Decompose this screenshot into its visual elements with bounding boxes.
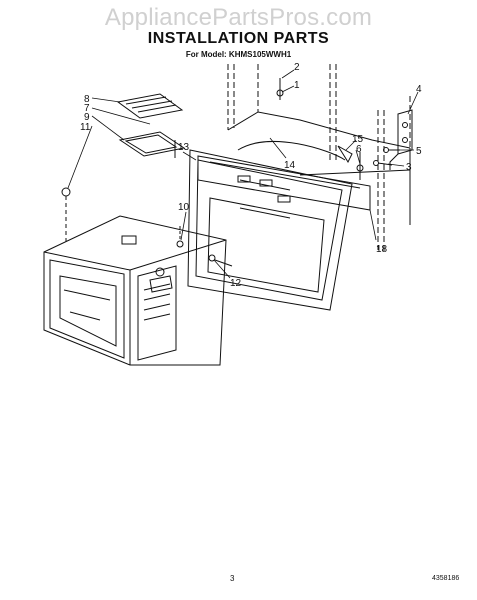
screw-10 — [176, 226, 184, 248]
screw-1 — [276, 78, 284, 100]
screw-3 — [373, 160, 393, 166]
damper — [118, 131, 186, 157]
page-number: 3 — [230, 574, 235, 583]
screw-11 — [61, 187, 71, 244]
cabinet-bottom — [227, 111, 411, 225]
leader-lines — [67, 69, 419, 279]
callout-10: 10 — [178, 202, 190, 213]
top-cabinet-plate — [187, 149, 353, 311]
callout-5: 5 — [416, 146, 422, 157]
model-line: For Model: KHMS105WWH1 — [185, 50, 292, 59]
callout-2: 2 — [294, 62, 300, 73]
wall-bracket — [389, 109, 413, 170]
screw-12 — [208, 254, 233, 267]
vent-grille — [116, 93, 184, 119]
microwave-oven — [43, 215, 227, 366]
callout-15: 15 — [352, 134, 364, 145]
callout-13: 13 — [178, 142, 190, 153]
callout-4: 4 — [416, 84, 422, 95]
callout-9: 9 — [84, 112, 90, 123]
page-title: INSTALLATION PARTS — [147, 30, 330, 47]
wall-outline — [227, 64, 411, 252]
callout-18: 18 — [376, 244, 388, 255]
callout-11: 11 — [80, 122, 91, 133]
toggle-bolt-15 — [337, 145, 364, 180]
callout-6: 6 — [356, 144, 362, 155]
callout-7: 7 — [84, 103, 90, 114]
document-number: 4358186 — [432, 575, 460, 582]
watermark: AppliancePartsPros.com — [104, 4, 373, 31]
callout-3: 3 — [406, 162, 412, 173]
callout-1: 1 — [294, 80, 300, 91]
callout-8: 8 — [84, 94, 90, 105]
callout-12: 12 — [230, 278, 242, 289]
callout-14: 14 — [284, 160, 296, 171]
